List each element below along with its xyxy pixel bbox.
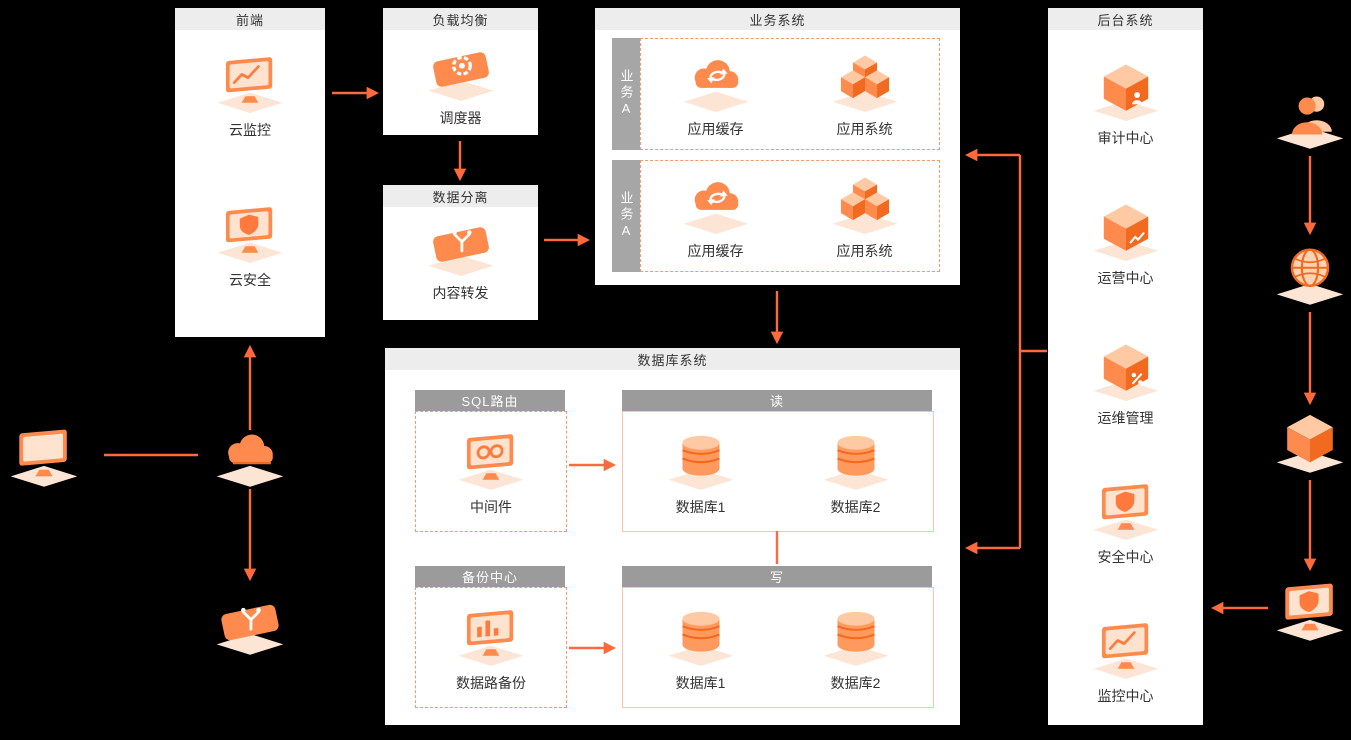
subheader-sql-routing: SQL路由 [415, 390, 565, 411]
panel-load-balancer: 负载均衡 调度器 [383, 8, 538, 135]
node-security-center: 安全中心 [1048, 477, 1203, 567]
panel-database-system-title: 数据库系统 [385, 348, 960, 370]
node-label: 数据库1 [675, 674, 726, 691]
node-label: 运营中心 [1097, 270, 1154, 286]
panel-business-system: 业务系统 业务A 应用缓存 应用系统 业务A 应用缓存 [595, 8, 960, 285]
node-label: 应用缓存 [687, 121, 744, 137]
subheader-read: 读 [622, 390, 932, 411]
database-icon [819, 427, 893, 490]
node-label: 云安全 [229, 272, 271, 288]
node-label: 调度器 [439, 110, 482, 126]
business-group-2: 业务A 应用缓存 应用系统 [612, 160, 940, 272]
business-group-2-tab: 业务A [612, 160, 640, 272]
scheduler-icon [424, 38, 498, 101]
sql-routing-box: 中间件 [415, 411, 567, 532]
node-database-1: 数据库1 [664, 603, 738, 693]
business-group-1-box: 应用缓存 应用系统 [640, 38, 940, 150]
node-label: 中间件 [470, 498, 512, 515]
panel-business-system-title: 业务系统 [595, 8, 960, 30]
panel-data-separation-title: 数据分离 [383, 185, 538, 207]
node-middleware: 中间件 [454, 427, 528, 517]
node-database-2: 数据库2 [819, 427, 893, 517]
node-content-forward: 内容转发 [383, 213, 538, 303]
node-label: 安全中心 [1097, 549, 1154, 565]
middleware-icon [454, 427, 528, 490]
monitor-center-icon [1089, 616, 1163, 679]
node-label: 数据库2 [830, 674, 881, 691]
node-label: 内容转发 [432, 285, 489, 301]
node-data-backup: 数据路备份 [454, 603, 528, 693]
package-icon [1272, 408, 1348, 473]
database-icon [819, 603, 893, 666]
node-label: 应用系统 [836, 121, 893, 137]
node-cloud-security: 云安全 [175, 200, 325, 290]
node-label: 监控中心 [1097, 688, 1154, 704]
node-label: 数据库1 [675, 498, 726, 515]
terminal-icon [6, 422, 82, 487]
node-label: 数据路备份 [456, 674, 526, 691]
node-label: 运维管理 [1097, 410, 1154, 426]
panel-frontend-title: 前端 [175, 8, 325, 30]
write-box: 数据库1 数据库2 [622, 587, 934, 708]
globe-icon [1272, 240, 1348, 305]
node-app-cache: 应用缓存 [679, 49, 753, 139]
business-group-1: 业务A 应用缓存 应用系统 [612, 38, 940, 150]
data-backup-icon [454, 603, 528, 666]
panel-load-balancer-title: 负载均衡 [383, 8, 538, 30]
panel-backend-system-title: 后台系统 [1048, 8, 1203, 30]
database-icon [664, 427, 738, 490]
cloud-icon [212, 422, 288, 487]
cloud-security-icon [213, 200, 287, 263]
subheader-write: 写 [622, 566, 932, 587]
node-label: 数据库2 [830, 498, 881, 515]
panel-backend-system: 后台系统 审计中心 运营中心 运维管理 安全中心 监控中心 [1048, 8, 1203, 725]
audit-center-icon [1089, 58, 1163, 121]
read-box: 数据库1 数据库2 [622, 411, 934, 532]
node-database-1: 数据库1 [664, 427, 738, 517]
node-label: 审计中心 [1097, 130, 1154, 146]
node-label: 应用系统 [836, 243, 893, 259]
business-group-1-tab: 业务A [612, 38, 640, 150]
security-center-icon [1089, 477, 1163, 540]
app-system-icon [828, 171, 902, 234]
node-cloud-monitor: 云监控 [175, 50, 325, 140]
secure-terminal-icon [1272, 576, 1348, 641]
operation-center-icon [1089, 198, 1163, 261]
node-operation-center: 运营中心 [1048, 198, 1203, 288]
node-monitor-center: 监控中心 [1048, 616, 1203, 706]
business-group-2-box: 应用缓存 应用系统 [640, 160, 940, 272]
panel-database-system: 数据库系统 SQL路由 中间件 读 数据库1 数据库2 备份中心 数据路备份 [385, 348, 960, 725]
app-cache-icon [679, 49, 753, 112]
content-forward-icon [424, 213, 498, 276]
app-cache-icon [679, 171, 753, 234]
switch-icon [212, 590, 288, 655]
node-label: 云监控 [229, 122, 271, 138]
node-ops-management: 运维管理 [1048, 338, 1203, 428]
node-app-system: 应用系统 [828, 171, 902, 261]
node-label: 应用缓存 [687, 243, 744, 259]
panel-frontend: 前端 云监控 云安全 [175, 8, 325, 337]
node-audit-center: 审计中心 [1048, 58, 1203, 148]
app-system-icon [828, 49, 902, 112]
node-app-system: 应用系统 [828, 49, 902, 139]
node-app-cache: 应用缓存 [679, 171, 753, 261]
cloud-monitor-icon [213, 50, 287, 113]
node-scheduler: 调度器 [383, 38, 538, 128]
subheader-backup-center: 备份中心 [415, 566, 565, 587]
backup-center-box: 数据路备份 [415, 587, 567, 708]
panel-data-separation: 数据分离 内容转发 [383, 185, 538, 320]
database-icon [664, 603, 738, 666]
ops-management-icon [1089, 338, 1163, 401]
user-icon [1272, 84, 1348, 149]
node-database-2: 数据库2 [819, 603, 893, 693]
